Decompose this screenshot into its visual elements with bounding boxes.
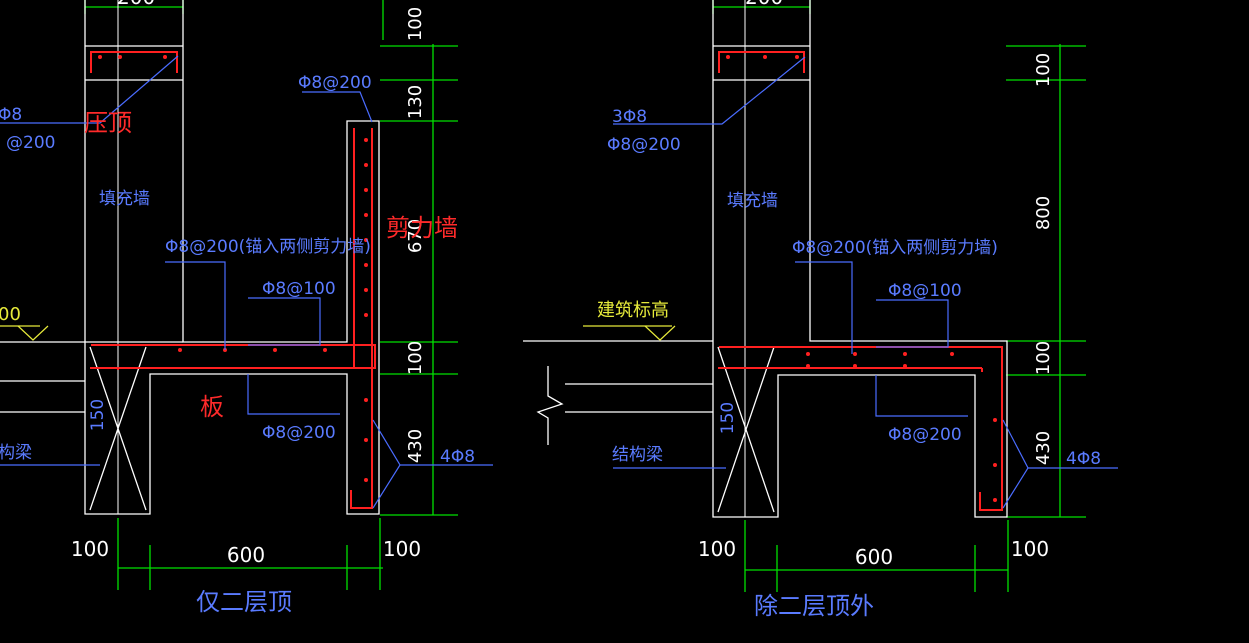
left-dim-bottom-1: 100 xyxy=(71,537,109,561)
left-title: 仅二层顶 xyxy=(196,588,292,616)
left-label-slab: 板 xyxy=(200,393,224,421)
left-elevation-marker xyxy=(0,325,49,341)
left-label-bar-100: Φ8@100 xyxy=(262,279,336,299)
right-label-elevation: 建筑标高 xyxy=(597,300,669,321)
left-label-rebar-top-a: Φ8 xyxy=(0,105,22,125)
right-dim-right-2: 800 xyxy=(1033,196,1054,230)
right-outlines xyxy=(523,0,1008,518)
left-label-beam-fragment: 构梁 xyxy=(0,443,32,463)
left-dimensions xyxy=(84,0,458,590)
right-dim-bottom-2: 600 xyxy=(855,545,893,569)
right-label-bar-200: Φ8@200 xyxy=(888,425,962,445)
left-label-cap: 压顶 xyxy=(84,109,132,137)
left-rebar-dots xyxy=(98,55,368,482)
left-dim-bottom-2: 600 xyxy=(227,543,265,567)
right-label-rebar-top-b: Φ8@200 xyxy=(607,135,681,155)
right-dim-bottom-3: 100 xyxy=(1011,537,1049,561)
right-dim-right-3: 100 xyxy=(1033,341,1054,375)
right-leaders xyxy=(613,56,1118,509)
left-label-elevation-fragment: 00 xyxy=(0,304,21,325)
right-detail xyxy=(523,0,1118,592)
left-dim-right-4: 100 xyxy=(405,341,426,375)
right-label-rebar-top-a: 3Φ8 xyxy=(612,107,647,127)
right-dim-top: 200 xyxy=(745,0,783,9)
left-dim-right-2: 130 xyxy=(405,85,426,119)
left-label-rebar-top-b: @200 xyxy=(6,133,55,153)
left-label-bar-200: Φ8@200 xyxy=(262,423,336,443)
left-label-shear-wall: 剪力墙 xyxy=(386,214,458,242)
left-dim-bottom-3: 100 xyxy=(383,537,421,561)
left-dim-right-3: 670 xyxy=(405,219,426,253)
right-label-bar-100: Φ8@100 xyxy=(888,281,962,301)
left-label-anchor-bar: Φ8@200(锚入两侧剪力墙) xyxy=(165,237,371,257)
right-label-beam-dim: 150 xyxy=(718,402,738,434)
left-dim-right-5: 430 xyxy=(405,429,426,463)
left-detail xyxy=(0,0,493,590)
right-dim-bottom-1: 100 xyxy=(698,537,736,561)
right-label-structural-beam: 结构梁 xyxy=(612,445,663,465)
left-leaders xyxy=(0,55,493,509)
right-rebar-dots xyxy=(726,55,997,502)
right-elevation-marker xyxy=(583,325,676,341)
left-label-infill-wall: 填充墙 xyxy=(99,189,150,209)
left-rebar xyxy=(90,51,376,509)
right-label-anchor-bar: Φ8@200(锚入两侧剪力墙) xyxy=(792,238,998,258)
right-dimensions xyxy=(712,0,1086,592)
left-dim-top: 200 xyxy=(117,0,155,9)
right-dim-right-4: 430 xyxy=(1033,431,1054,465)
left-label-bottom-bars: 4Φ8 xyxy=(440,447,475,467)
left-label-beam-dim: 150 xyxy=(88,399,108,431)
left-label-shear-wall-bar: Φ8@200 xyxy=(298,73,372,93)
left-dim-right-1: 100 xyxy=(405,7,426,41)
right-label-bottom-bars: 4Φ8 xyxy=(1066,449,1101,469)
right-label-infill-wall: 填充墙 xyxy=(727,191,778,211)
right-title: 除二层顶外 xyxy=(754,592,874,620)
right-dim-right-1: 100 xyxy=(1033,53,1054,87)
